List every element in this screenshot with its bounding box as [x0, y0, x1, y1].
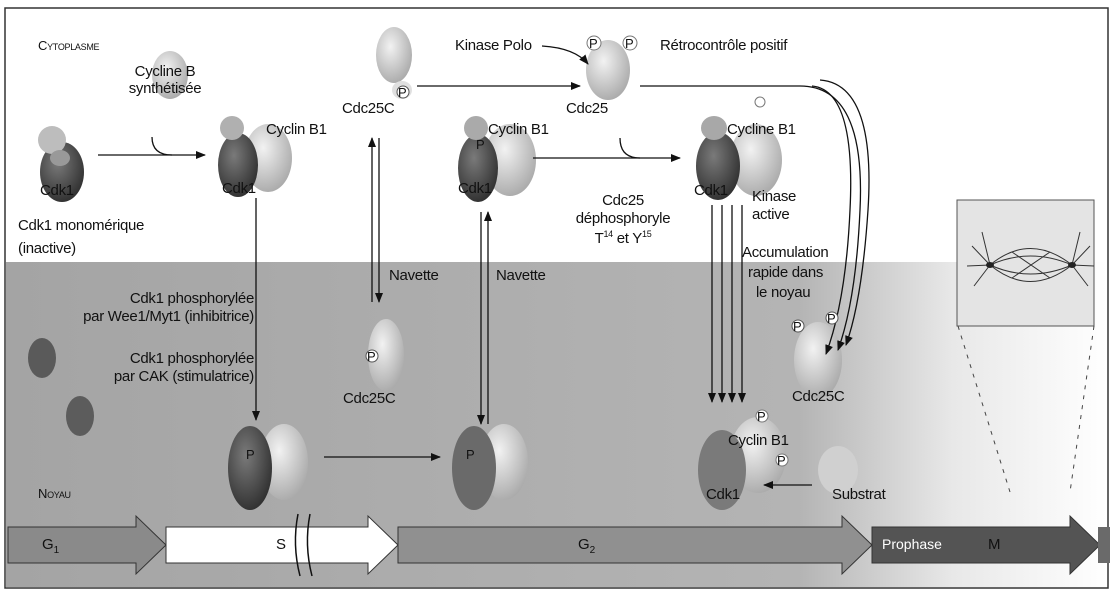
cdc25-dephos-label-3: T14 et Y15: [548, 226, 698, 247]
cyclin-b1-label-a: Cyclin B1: [266, 121, 327, 138]
phospho-p-4: P: [367, 348, 375, 365]
cycline-b-synth-label-1: Cycline B: [125, 63, 205, 80]
cdc25-mid-label: Cdc25: [566, 100, 608, 117]
phase-m-label: M: [988, 536, 1001, 553]
dephos-y: et Y: [613, 230, 642, 247]
accumulation-label-2: rapide dans: [748, 264, 823, 281]
phospho-p-7: P: [476, 136, 484, 153]
phospho-p-2: P: [589, 35, 597, 52]
phospho-p-6: P: [827, 310, 835, 327]
retrocontrole-label: Rétrocontrôle positif: [660, 37, 787, 54]
region-cytoplasm-label: Cytoplasme: [38, 37, 99, 54]
cycline-b1-label-c: Cycline B1: [727, 121, 796, 138]
phospho-p-8: P: [246, 446, 254, 463]
cdk1-label-b: Cdk1: [222, 180, 256, 197]
cdc25c-top-label: Cdc25C: [342, 100, 394, 117]
cycline-b-synth-label-2: synthétisée: [125, 80, 205, 97]
phase-g1-sub: 1: [54, 545, 60, 556]
kinase-active-label-1: Kinase: [752, 188, 796, 205]
cdk1-label-d: Cdk1: [694, 182, 728, 199]
dephos-y15: 15: [642, 229, 651, 239]
spindle-inset: [957, 200, 1094, 326]
cdk1-mono-label-1: Cdk1 monomérique: [18, 217, 144, 234]
legend-cak-label-1: Cdk1 phosphorylée: [30, 350, 254, 367]
navette-label-2: Navette: [496, 267, 546, 284]
cdc25-dephos-label-1: Cdc25: [548, 192, 698, 209]
cdk1-label-a: Cdk1: [40, 182, 74, 199]
phase-g1-label: G1: [42, 536, 59, 556]
legend-wee-label-1: Cdk1 phosphorylée: [30, 290, 254, 307]
phospho-p-5: P: [793, 318, 801, 335]
phase-g2-sub: 2: [590, 545, 596, 556]
cdk1-label-e: Cdk1: [706, 486, 740, 503]
phospho-p-3: P: [625, 35, 633, 52]
cdk1-mono-label-2: (inactive): [18, 240, 76, 257]
phase-g2-label: G2: [578, 536, 595, 556]
phospho-p-10: P: [757, 408, 765, 425]
navette-label-1: Navette: [389, 267, 439, 284]
legend-cak-label-2: par CAK (stimulatrice): [30, 368, 254, 385]
legend-wee-label-2: par Wee1/Myt1 (inhibitrice): [30, 308, 254, 325]
cdk1-label-c: Cdk1: [458, 180, 492, 197]
kinase-active-label-2: active: [752, 206, 789, 223]
phospho-p-1: P: [398, 84, 406, 101]
substrat-label: Substrat: [832, 486, 885, 503]
phase-next-stub: [1098, 527, 1110, 563]
cdc25c-nuc-left-label: Cdc25C: [343, 390, 395, 407]
phase-g1-letter: G: [42, 536, 54, 553]
legend-blob-cak: [66, 396, 94, 436]
phase-g2-letter: G: [578, 536, 590, 553]
cdc25-dephos-label-2: déphosphoryle: [548, 210, 698, 227]
region-nucleus-label: Noyau: [38, 485, 71, 502]
phospho-p-11: P: [777, 452, 785, 469]
cyclin-b1-label-nuc: Cyclin B1: [728, 432, 789, 449]
accumulation-label-1: Accumulation: [742, 244, 828, 261]
dephos-t14: 14: [603, 229, 612, 239]
accumulation-label-3: le noyau: [756, 284, 810, 301]
phase-s-label: S: [276, 536, 286, 553]
cyclin-b1-label-b: Cyclin B1: [488, 121, 549, 138]
cdc25c-nuc-right-label: Cdc25C: [792, 388, 844, 405]
kinase-polo-label: Kinase Polo: [455, 37, 532, 54]
phase-prophase-label: Prophase: [882, 536, 942, 552]
phospho-p-9: P: [466, 446, 474, 463]
